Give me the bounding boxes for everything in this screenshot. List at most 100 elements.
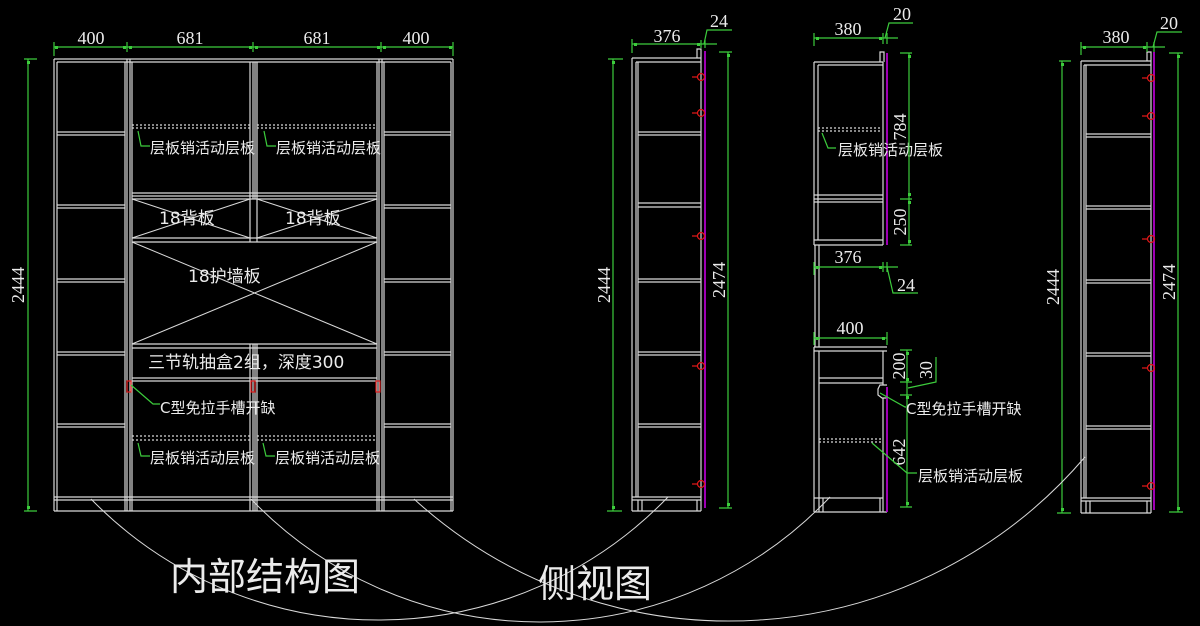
dim-marker [882,337,885,340]
upper-adjustable-shelf-dotted [818,127,882,132]
shelf-pin-icon [696,479,706,489]
height-dim-value: 2444 [1043,269,1063,305]
dim-marker [249,46,252,49]
lower-shelf-label-right: 层板销活动层板 [275,449,380,467]
width-dimension-line [53,42,454,56]
connector-arc-left-column [90,496,669,621]
dim-marker [906,352,909,355]
total-height-dim-value: 2474 [709,262,729,298]
back-thickness-leader [1152,31,1182,48]
depth-dim-value: 380 [1103,27,1130,47]
dim-marker [879,266,882,269]
leader-lower-shelf-right [262,442,275,457]
height-dimension-line [24,58,37,512]
upper-back-thickness-leader [884,22,913,39]
width-dim-middle-left: 681 [177,28,204,48]
handle-notch-marker-right [375,380,381,393]
gap-back-thickness-leader [886,266,918,294]
dim-marker [727,54,730,57]
main-width-dimension: 400 681 681 400 [53,28,454,56]
dim-marker [906,378,909,381]
height-dim-value: 2444 [594,267,614,303]
cabinet-outline [631,48,702,512]
leader-handle-notch [130,384,160,405]
shelf-pin-icon [1146,481,1156,491]
dim-marker [816,37,819,40]
notch-height-leader [907,357,937,389]
left-column-shelves [57,131,125,428]
dim-marker [727,503,730,506]
shelf-pin-icon [1146,111,1156,121]
dim-marker [906,396,909,399]
lower-depth-dim-value: 400 [837,318,864,338]
notch-height-dim-value: 30 [916,361,936,379]
dim-marker [634,43,637,46]
upper-shelf-label-right: 层板销活动层板 [276,139,381,157]
depth-dimension-line [631,39,717,53]
dim-marker [908,240,911,243]
upper-height-dimension-line [900,52,912,246]
height-dimension-line [1057,60,1071,514]
shelf-pin-leaders [692,76,698,485]
dim-marker [816,266,819,269]
wall-panel-label: 18护墙板 [188,267,261,287]
width-dim-middle-right: 681 [304,28,331,48]
total-height-dim-value: 2474 [1159,264,1179,300]
upper-height-dim-value: 784 [890,114,910,141]
gap-depth-dimension-line [813,262,898,275]
upper-back-thickness-value: 20 [893,4,911,24]
back-panel-cross-left [131,198,251,239]
upper-depth-dim-value: 380 [835,19,862,39]
cabinet-outline [1080,51,1152,514]
shelf-pin-icon [1146,363,1156,373]
side-view-left-tall-cabinet: 376 24 2444 2474 [594,11,732,512]
dim-marker [908,55,911,58]
center-divider [249,62,258,511]
dim-marker [449,46,452,49]
height-dimension-line [607,58,623,512]
wall-panel-cross [131,241,378,345]
handle-notch-marker-center [250,380,256,393]
upper-depth-dimension-line [813,33,898,46]
dim-marker [377,46,380,49]
shelf-pin-icon [1146,234,1156,244]
dim-marker [383,46,386,49]
leader-lower-shelf-left [137,442,150,457]
connector-arc-middle [250,496,831,623]
wall-gap-section: 376 24 [813,245,918,347]
main-view-title: 内部结构图 [170,555,360,599]
main-view-vertical-panels [53,59,454,511]
back-panel-cross-right [256,198,378,239]
shelf-pin-icon [1146,73,1156,83]
handle-notch-profile [877,384,887,399]
side-view-right-tall-cabinet: 380 20 2444 2474 [1043,13,1183,514]
shelf-pin-icon [696,231,706,241]
dim-marker [1061,508,1064,511]
leader-upper-shelf-left [137,130,150,147]
dim-marker [908,193,911,196]
main-height-dimension: 2444 [8,58,37,512]
dim-marker [612,506,615,509]
back-thickness-leader [703,29,732,45]
view-connector-arcs [90,456,1086,623]
back-thickness-value: 24 [710,11,728,31]
back-thickness-value: 20 [1160,13,1178,33]
upper-shelf-label: 层板销活动层板 [838,141,943,159]
dim-marker [123,46,126,49]
dim-marker [697,43,700,46]
height-dim-value: 2444 [8,267,28,303]
dim-marker [1061,63,1064,66]
dim-marker [27,61,30,64]
dim-marker [1143,46,1146,49]
dim-marker [612,61,615,64]
right-column-shelves [384,131,451,428]
lower-adjustable-shelf-dotted [819,438,883,443]
connector-arc-right-column [413,456,1086,622]
lower-depth-dimension-line [813,332,888,345]
dim-marker [27,506,30,509]
dim-marker [879,37,882,40]
cabinet-shelves [638,131,701,428]
lower-cabinet-outline [813,346,887,513]
upper-box-height-dim-value: 250 [890,209,910,236]
